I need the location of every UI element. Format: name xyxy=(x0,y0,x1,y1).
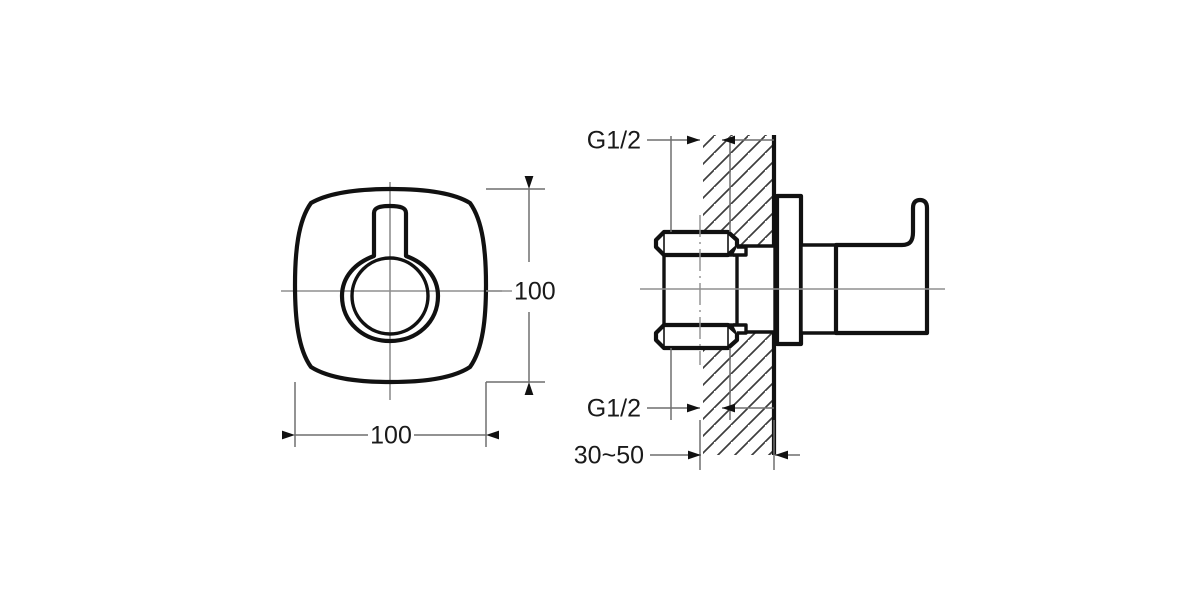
handle-inner-ring xyxy=(350,256,430,336)
front-view-group: 100 100 xyxy=(281,176,556,450)
front-width-dimension-label: 100 xyxy=(370,422,412,450)
shoulder-step-bottom xyxy=(733,323,748,335)
wall-depth-dimension-label: 30~50 xyxy=(574,442,644,470)
hook-body xyxy=(833,197,930,336)
escutcheon-plate-outline xyxy=(292,186,489,385)
front-height-dimension-label: 100 xyxy=(514,278,556,306)
thread-top-dimension-label: G1/2 xyxy=(587,127,641,155)
hex-nut-bottom xyxy=(653,322,740,351)
shoulder-step-top xyxy=(733,245,748,257)
hex-nut-assembly xyxy=(653,229,748,351)
handle-outer-outline xyxy=(339,203,441,344)
flange-plate xyxy=(774,193,804,347)
thread-bottom-dimension-label: G1/2 xyxy=(587,395,641,423)
side-view-group: G1/2 G1/2 30~50 xyxy=(574,127,945,470)
hex-nut-top xyxy=(653,229,740,258)
